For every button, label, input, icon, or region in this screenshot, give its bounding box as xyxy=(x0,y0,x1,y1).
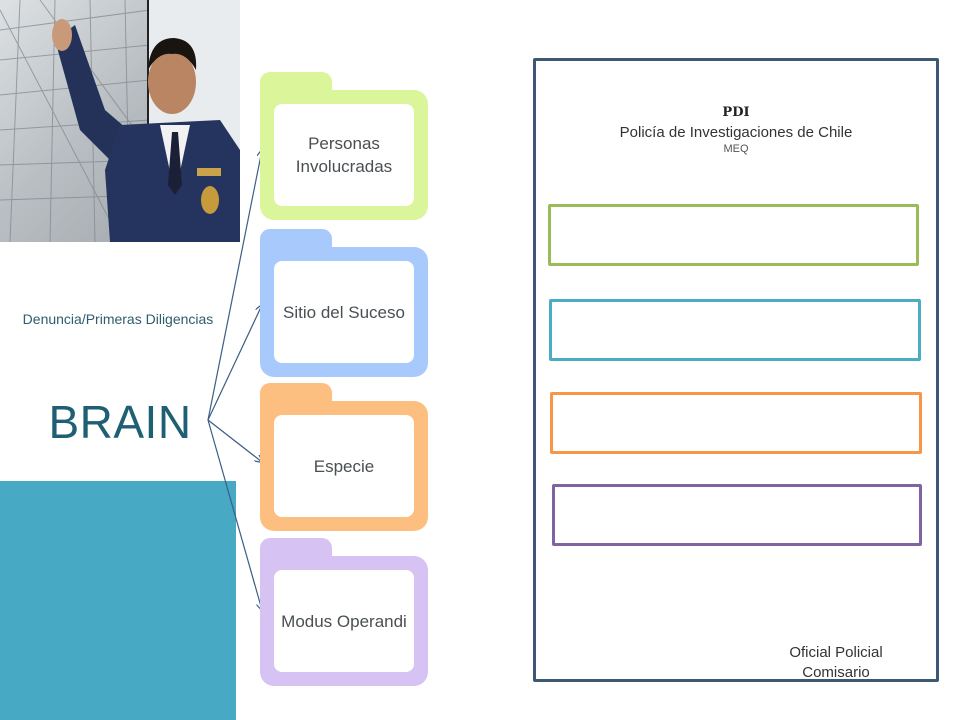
teal-block xyxy=(0,481,236,720)
folder-label: Personas Involucradas xyxy=(274,104,414,206)
field-box-orange xyxy=(550,392,922,454)
field-box-teal xyxy=(549,299,921,361)
folder-sitio-del-suceso: Sitio del Suceso xyxy=(260,229,428,377)
field-box-green xyxy=(548,204,919,266)
officer-photo xyxy=(0,0,240,242)
arrow-to-personas xyxy=(207,150,262,421)
arrow-to-sitio xyxy=(207,305,262,421)
document-panel: PDI Policía de Investigaciones de Chile … xyxy=(533,58,939,682)
officer-photo-drawing xyxy=(0,0,240,242)
arrow-to-especie xyxy=(207,419,262,462)
signature-rank: Comisario xyxy=(802,664,870,681)
folder-especie: Especie xyxy=(260,383,428,531)
caption-denuncia: Denuncia/Primeras Diligencias xyxy=(22,311,214,327)
field-box-purple xyxy=(552,484,922,546)
brain-label: BRAIN xyxy=(48,396,192,448)
folder-modus-operandi: Modus Operandi xyxy=(260,538,428,686)
folder-label: Modus Operandi xyxy=(274,570,414,672)
signature-title: Oficial Policial xyxy=(789,644,883,661)
org-name: Policía de Investigaciones de Chile xyxy=(619,124,853,141)
folder-label: Sitio del Suceso xyxy=(274,261,414,363)
org-sub: MEQ xyxy=(723,143,749,155)
signature-block: Oficial Policial Comisario xyxy=(736,643,936,683)
folder-personas-involucradas: Personas Involucradas xyxy=(260,72,428,220)
folder-label: Especie xyxy=(274,415,414,517)
arrow-to-modus xyxy=(207,419,262,610)
org-short: PDI xyxy=(722,105,750,120)
